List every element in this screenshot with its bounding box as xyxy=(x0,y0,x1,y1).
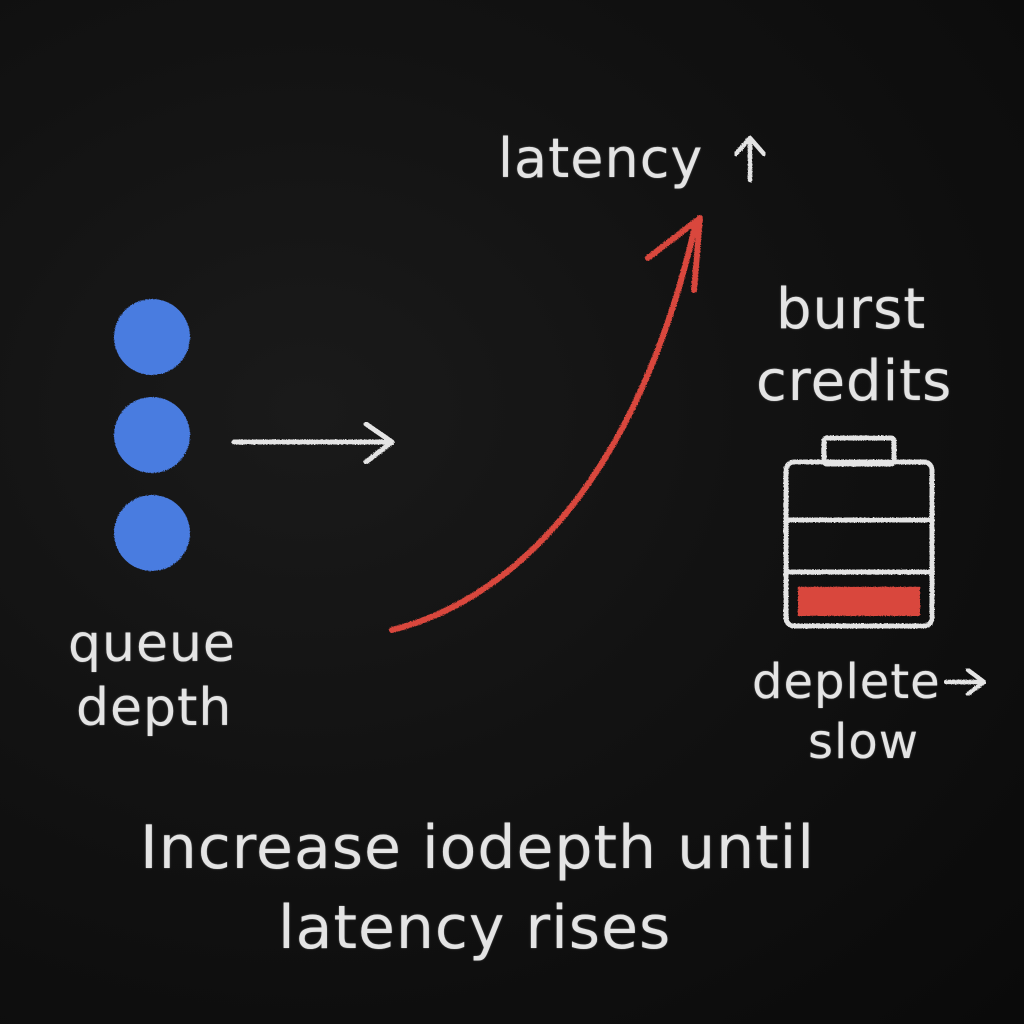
queue-depth-label-line2: depth xyxy=(76,678,233,738)
latency-label: latency xyxy=(498,127,704,190)
queue-dot-icon xyxy=(114,299,190,375)
burst-credits-label-line1: burst xyxy=(776,277,927,342)
right-arrow-icon xyxy=(231,421,395,465)
queue-dot-icon xyxy=(114,397,190,473)
queue-depth-label-line1: queue xyxy=(68,614,236,674)
burst-credits-label-line2: credits xyxy=(756,349,953,414)
caption-line1: Increase iodepth until xyxy=(140,813,815,883)
up-arrow-icon xyxy=(733,135,767,183)
deplete-label-line2: slow xyxy=(808,714,919,770)
deplete-label-line1: deplete xyxy=(752,654,941,710)
caption-line2: latency rises xyxy=(278,893,672,963)
battery-icon xyxy=(783,435,935,629)
deplete-arrow-icon xyxy=(943,667,987,697)
queue-dots xyxy=(114,299,190,571)
queue-dot-icon xyxy=(114,495,190,571)
battery-charge-fill xyxy=(798,586,920,616)
rising-curve-arrow-icon xyxy=(389,215,703,633)
